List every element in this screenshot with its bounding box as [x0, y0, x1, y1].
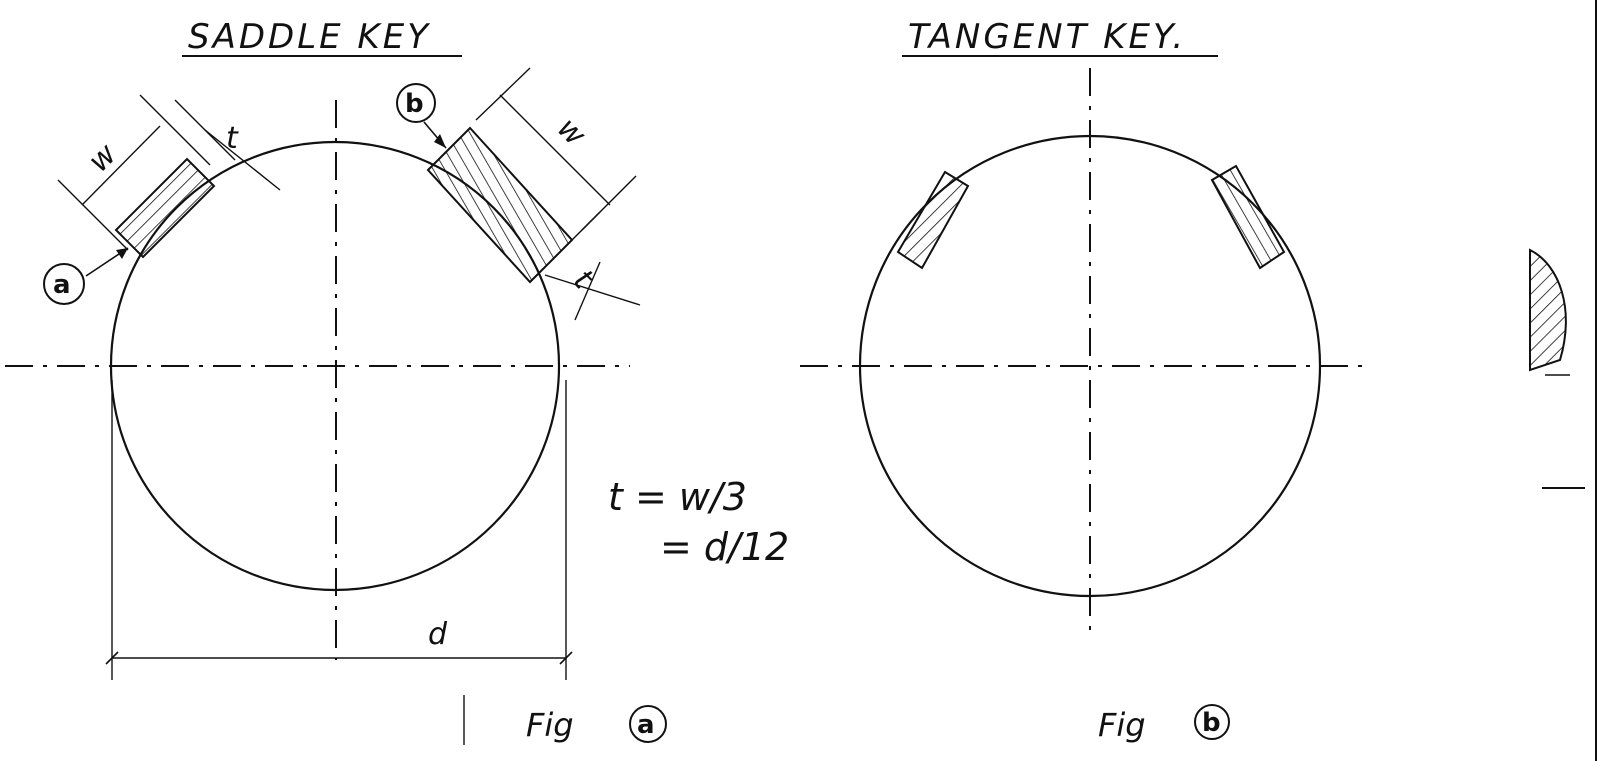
saddle-key-a [114, 157, 216, 259]
label-t-left: t [226, 121, 239, 156]
equation-line-1: t = w/3 [608, 475, 747, 519]
label-w-left: w [81, 137, 123, 179]
callout-b-arrowhead [434, 134, 446, 148]
callout-b-letter: b [405, 89, 424, 119]
partial-hatched-section [1529, 248, 1567, 372]
dimension-w-left [57, 94, 211, 251]
callout-b: b [396, 83, 447, 149]
dimension-d [105, 380, 573, 680]
figure-b-caption-circle [1194, 704, 1230, 740]
callout-a: a [43, 247, 129, 305]
figure-b-shaft-circle [858, 134, 1322, 598]
label-t-right: t [566, 263, 600, 297]
saddle-key-b [426, 126, 574, 284]
callout-b-circle [396, 83, 436, 123]
callout-a-letter: a [53, 270, 71, 300]
figure-a-caption: Fig [526, 706, 574, 744]
figure-b-title: TANGENT KEY. [908, 17, 1186, 57]
callout-a-circle [43, 263, 85, 305]
figure-a-shaft-circle [109, 140, 561, 592]
figure-a-caption-circle [629, 705, 667, 743]
equation-line-2: = d/12 [660, 525, 789, 569]
dimension-t-right [544, 211, 641, 321]
figure-b-caption: Fig [1098, 706, 1146, 744]
figure-a-caption-letter: a [637, 710, 655, 740]
figure-b-tangent-key: TANGENT KEY. Fig b [800, 17, 1368, 744]
figure-a-title: SADDLE KEY [188, 17, 431, 57]
tangent-key-left [896, 170, 970, 270]
label-w-right: w [550, 111, 592, 153]
label-d: d [428, 617, 448, 652]
partial-figure-right-edge [1529, 0, 1597, 761]
figure-b-caption-letter: b [1202, 708, 1221, 738]
dimension-t-left [174, 99, 281, 191]
tangent-key-right [1210, 164, 1286, 270]
callout-a-arrowhead [116, 248, 128, 259]
figure-a-saddle-key: SADDLE KEY w t a [5, 17, 789, 745]
